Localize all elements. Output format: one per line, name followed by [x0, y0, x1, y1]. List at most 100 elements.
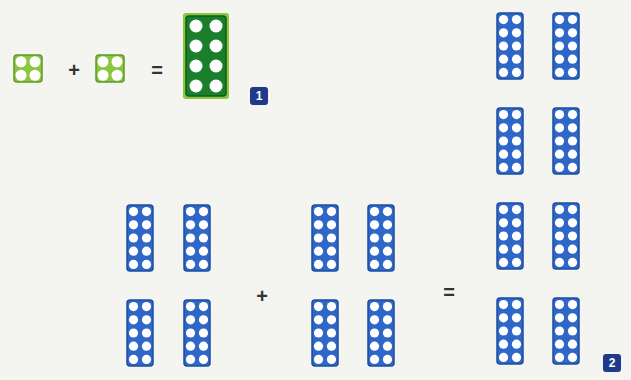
block-dot — [568, 41, 577, 50]
block-body — [184, 205, 210, 271]
block-dot — [199, 247, 208, 256]
block-dot — [568, 150, 577, 159]
block-dot — [370, 247, 379, 256]
block-dot — [499, 205, 508, 214]
block-dot — [555, 123, 564, 132]
block-dot — [555, 258, 564, 267]
block-dot — [555, 231, 564, 240]
counting-block — [553, 13, 579, 79]
block-rim — [183, 13, 229, 99]
block-dot — [199, 342, 208, 351]
counting-block — [497, 298, 523, 364]
callout-number: 1 — [250, 87, 268, 105]
block-dot — [314, 220, 323, 229]
block-dot — [190, 80, 203, 93]
block-dot — [370, 207, 379, 216]
counting-block — [553, 108, 579, 174]
callout-number: 2 — [603, 354, 621, 372]
block-dot — [568, 205, 577, 214]
block-dot — [512, 313, 521, 322]
block-dot — [568, 313, 577, 322]
block-body — [127, 205, 153, 271]
block-dot — [512, 245, 521, 254]
block-dot — [555, 313, 564, 322]
block-dot — [186, 302, 195, 311]
block-dot — [383, 355, 392, 364]
block-dot — [499, 110, 508, 119]
block-dot — [383, 302, 392, 311]
block-dot — [314, 315, 323, 324]
block-dot — [499, 300, 508, 309]
block-dot — [499, 150, 508, 159]
block-dot — [499, 245, 508, 254]
block-dot — [142, 355, 151, 364]
block-dot — [512, 110, 521, 119]
block-dot — [499, 313, 508, 322]
block-dot — [314, 355, 323, 364]
block-dot — [555, 55, 564, 64]
block-dot — [499, 326, 508, 335]
block-dot — [190, 20, 203, 33]
counting-block — [14, 55, 42, 82]
block-dot — [327, 220, 336, 229]
counting-block — [96, 55, 124, 82]
block-dot — [210, 20, 223, 33]
block-dot — [568, 231, 577, 240]
block-dot — [383, 247, 392, 256]
block-dot — [383, 342, 392, 351]
block-dot — [142, 247, 151, 256]
block-dot — [512, 231, 521, 240]
block-dot — [568, 326, 577, 335]
counting-block — [497, 108, 523, 174]
block-dot — [314, 260, 323, 269]
equals-sign: = — [443, 281, 455, 304]
block-dot — [327, 247, 336, 256]
block-dot — [129, 220, 138, 229]
block-dot — [199, 315, 208, 324]
block-dot — [555, 205, 564, 214]
block-dot — [129, 233, 138, 242]
block-dot — [555, 340, 564, 349]
block-dot — [555, 245, 564, 254]
block-dot — [555, 28, 564, 37]
block-dot — [186, 247, 195, 256]
block-dot — [512, 123, 521, 132]
block-dot — [370, 220, 379, 229]
block-dot — [555, 110, 564, 119]
block-dot — [142, 342, 151, 351]
block-dot — [142, 233, 151, 242]
block-dot — [512, 353, 521, 362]
block-dot — [186, 315, 195, 324]
block-dot — [129, 342, 138, 351]
block-dot — [383, 315, 392, 324]
block-body — [368, 300, 394, 366]
block-dot — [327, 328, 336, 337]
block-dot — [199, 207, 208, 216]
block-dot — [327, 260, 336, 269]
block-dot — [499, 231, 508, 240]
counting-block — [183, 13, 229, 99]
block-dot — [186, 355, 195, 364]
block-dot — [142, 328, 151, 337]
block-dot — [129, 328, 138, 337]
block-dot — [499, 136, 508, 145]
block-dot — [499, 218, 508, 227]
block-dot — [186, 207, 195, 216]
block-dot — [142, 302, 151, 311]
block-dot — [129, 247, 138, 256]
block-dot — [199, 302, 208, 311]
block-dot — [512, 340, 521, 349]
block-dot — [30, 56, 41, 67]
block-dot — [512, 163, 521, 172]
block-dot — [370, 355, 379, 364]
block-dot — [555, 163, 564, 172]
equals-sign: = — [151, 59, 163, 82]
block-body — [186, 16, 226, 96]
block-body — [14, 55, 42, 82]
block-dot — [142, 220, 151, 229]
block-dot — [199, 355, 208, 364]
block-dot — [314, 342, 323, 351]
block-dot — [370, 315, 379, 324]
block-dot — [499, 41, 508, 50]
block-dot — [190, 60, 203, 73]
